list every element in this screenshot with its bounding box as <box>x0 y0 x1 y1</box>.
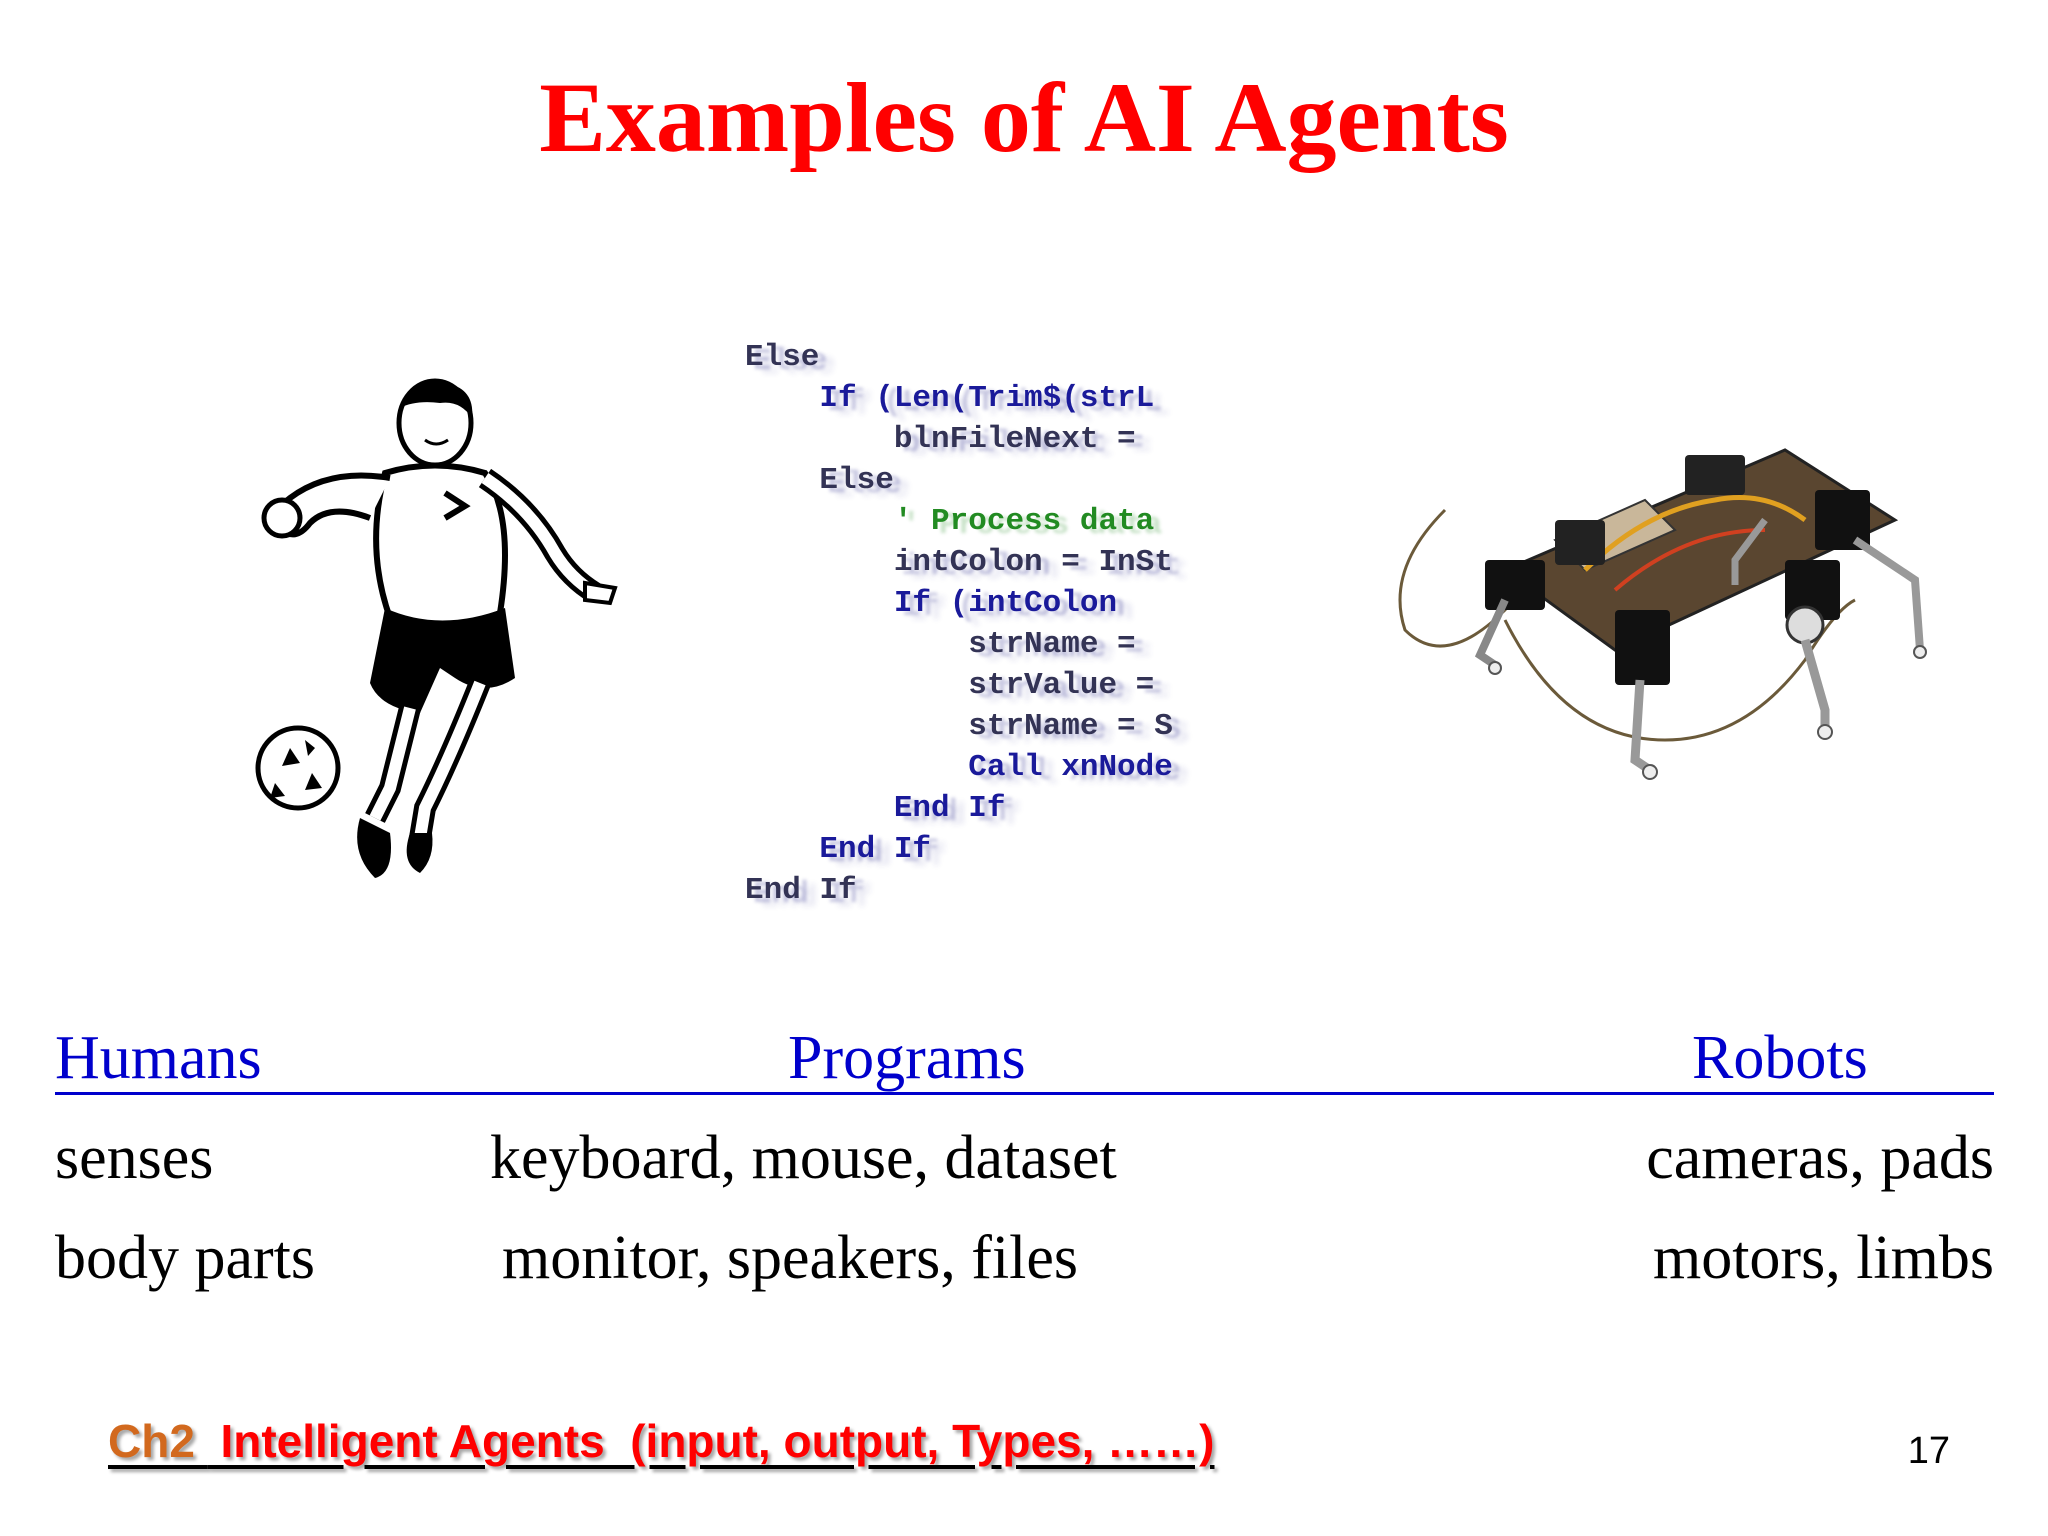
footer-chapter: Ch2 <box>108 1415 208 1467</box>
cell-programs-output: monitor, speakers, files <box>502 1224 1079 1292</box>
slide-title: Examples of AI Agents <box>539 62 1509 173</box>
cell-humans-input: senses <box>55 1124 214 1192</box>
code-listing-illustration: Else If (Len(Trim$(strL blnFileNext = El… <box>735 330 1315 930</box>
column-header-programs: Programs <box>788 1024 1026 1092</box>
footer-chapter-title: Intelligent Agents (input, output, Types… <box>207 1415 1215 1467</box>
code-line: Else <box>745 340 820 375</box>
code-line: blnFileNext = <box>745 422 1136 457</box>
page-number: 17 <box>1907 1430 1950 1472</box>
code-line: Call xnNode <box>745 750 1173 785</box>
code-line: strName = <box>745 627 1136 662</box>
code-line: strValue = <box>745 668 1155 703</box>
code-line: strName = S <box>745 709 1173 744</box>
cell-humans-output: body parts <box>55 1224 316 1292</box>
header-underline <box>55 1092 1994 1095</box>
column-header-humans: Humans <box>55 1024 262 1092</box>
code-line: ' Process data <box>745 504 1155 539</box>
code-line: intColon = InSt <box>745 545 1173 580</box>
cell-robots-output: motors, limbs <box>1652 1224 1994 1292</box>
cell-robots-input: cameras, pads <box>1646 1124 1994 1192</box>
footer-link[interactable]: Ch2 Intelligent Agents (input, output, T… <box>108 1414 1215 1468</box>
code-line: If (intColon <box>745 586 1118 621</box>
code-line: End If <box>745 873 857 908</box>
code-line: Else <box>745 463 894 498</box>
code-line: If (Len(Trim$(strL <box>745 381 1155 416</box>
soccer-player-illustration <box>255 378 618 878</box>
column-header-robots: Robots <box>1692 1024 1868 1092</box>
cell-programs-input: keyboard, mouse, dataset <box>490 1124 1117 1192</box>
hexapod-robot-photo <box>1398 448 1927 780</box>
code-line: End If <box>745 832 932 867</box>
code-line: End If <box>745 791 1006 826</box>
